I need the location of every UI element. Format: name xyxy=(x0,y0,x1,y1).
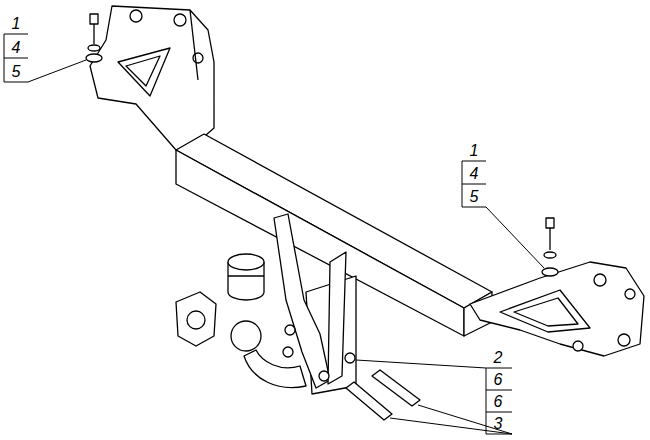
washer xyxy=(86,54,102,62)
mount-plate xyxy=(274,214,330,388)
washer xyxy=(542,268,558,276)
callout-number: 6 xyxy=(489,371,507,389)
callout-number: 2 xyxy=(489,349,507,367)
washer xyxy=(544,252,556,258)
right-bracket xyxy=(470,262,644,356)
ball-neck xyxy=(244,350,306,388)
bolt xyxy=(90,14,98,24)
nut xyxy=(285,325,295,335)
callout-number: 1 xyxy=(7,15,25,33)
washer xyxy=(88,45,100,51)
socket-plate xyxy=(176,292,216,346)
ball-cap xyxy=(228,254,264,270)
callout-lines xyxy=(4,34,544,434)
bracket-cutout xyxy=(514,298,578,326)
bolt-hole xyxy=(174,14,186,26)
bolt-hole xyxy=(130,10,142,22)
nut xyxy=(345,353,355,363)
bolt-hole xyxy=(594,274,606,286)
bolt xyxy=(93,24,94,44)
bolt xyxy=(546,218,554,228)
tow-ball xyxy=(231,321,261,351)
socket-hole xyxy=(187,311,205,329)
callout-number: 5 xyxy=(465,188,483,206)
callout-number: 3 xyxy=(489,415,507,433)
callout-number: 4 xyxy=(465,165,483,183)
callout-number: 6 xyxy=(489,393,507,411)
bolt-hole xyxy=(625,289,635,299)
mount-plate xyxy=(328,252,346,384)
left-bracket xyxy=(90,6,214,150)
nut xyxy=(283,347,293,357)
callout-number: 5 xyxy=(7,63,25,81)
bolt-hole xyxy=(573,341,583,351)
bolt xyxy=(346,382,392,420)
bracket-cutout xyxy=(118,48,170,96)
bolt-hole xyxy=(618,334,630,346)
bracket-cutout xyxy=(500,290,590,332)
callout-number: 4 xyxy=(7,39,25,57)
bracket-cutout xyxy=(126,56,160,86)
bolt xyxy=(372,370,420,406)
bracket-edge xyxy=(190,10,198,80)
nut xyxy=(319,371,329,381)
bolt xyxy=(549,228,550,250)
callout-number: 1 xyxy=(465,142,483,160)
ball-cap xyxy=(228,275,264,276)
